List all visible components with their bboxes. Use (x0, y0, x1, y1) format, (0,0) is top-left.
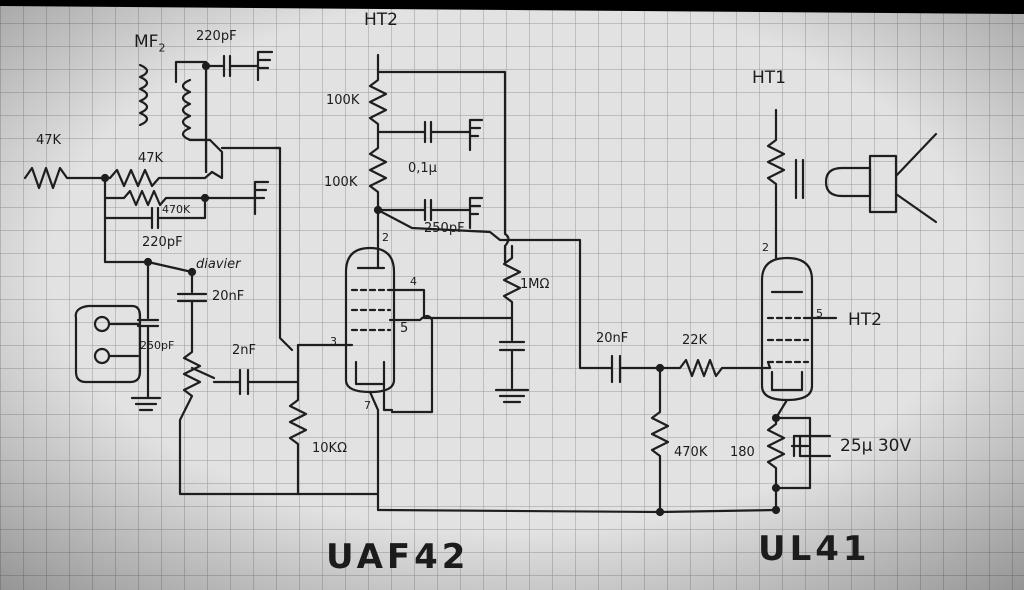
label-r-22k: 22K (682, 333, 708, 348)
label-c-20nf-a: 20nF (212, 289, 245, 304)
transformer-label: MF2 (134, 32, 166, 55)
tube-label-ul41: UL41 (758, 529, 871, 569)
label-r-470k-grid: 470K (674, 445, 708, 460)
label-c-0-1u: 0,1μ (408, 161, 437, 176)
ul41-stage (760, 108, 938, 515)
transformer-mf2 (138, 50, 274, 180)
uaf42-pin-4: 4 (410, 275, 417, 288)
supply-label-ht1: HT1 (752, 68, 786, 88)
uaf42-plate-circuit (296, 53, 662, 514)
output-coupling (610, 354, 778, 517)
detector-and-volume (74, 146, 342, 496)
label-r-47k: 47K (138, 151, 164, 166)
uaf42-tube (338, 246, 514, 492)
label-r-10k: 10KΩ (312, 441, 348, 456)
uaf42-pin-7: 7 (364, 399, 371, 412)
label-c-250pf-pot: 250pF (140, 339, 175, 352)
label-c-250pf: 250pF (424, 221, 465, 236)
supply-label-ht2-top: HT2 (364, 10, 398, 30)
ul41-pin-5: 5 (816, 307, 823, 320)
label-diode-note: diavier (196, 257, 241, 272)
label-c-25u: 25μ 30V (840, 436, 912, 456)
label-r-180: 180 (730, 445, 755, 460)
label-r-1m: 1MΩ (520, 277, 550, 292)
label-c-220pf: 220pF (142, 235, 183, 250)
label-r-470k: 470K (162, 203, 191, 216)
uaf42-pin-5: 5 (400, 321, 409, 336)
label-r-100k-b: 100K (324, 175, 358, 190)
uaf42-pin-3: 3 (330, 335, 337, 348)
label-r-47k-in: 47K (36, 133, 62, 148)
ul41-pin-2: 2 (762, 241, 769, 254)
label-c-2nf: 2nF (232, 343, 256, 358)
label-r-100k-a: 100K (326, 93, 360, 108)
uaf42-pin-2: 2 (382, 231, 389, 244)
supply-label-ht2-screen: HT2 (848, 310, 882, 330)
label-c-20nf-b: 20nF (596, 331, 629, 346)
tube-label-uaf42: UAF42 (326, 537, 470, 577)
label-c-220pf-top: 220pF (196, 29, 237, 44)
